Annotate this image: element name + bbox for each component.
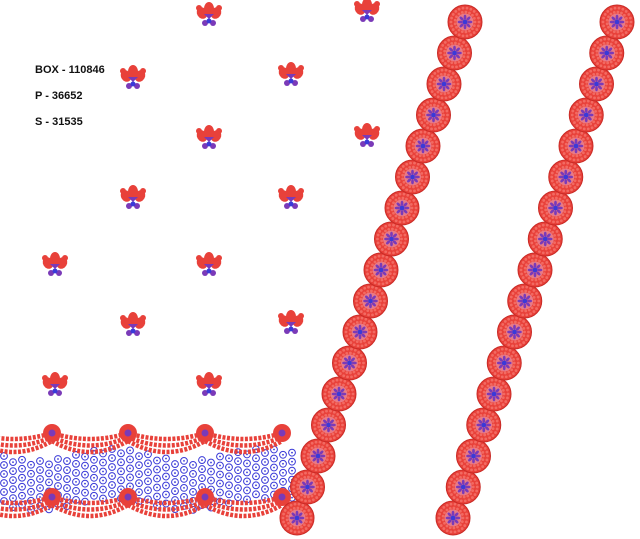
flower-motif bbox=[278, 310, 304, 334]
medallion-chain-left bbox=[384, 190, 420, 226]
flower-motif bbox=[120, 65, 146, 89]
medallion-chain-right bbox=[589, 35, 625, 71]
flower-motif bbox=[120, 312, 146, 336]
medallion-chain-right bbox=[456, 438, 491, 474]
medallion-chain-left bbox=[353, 283, 388, 319]
medallion-chain-right bbox=[507, 283, 543, 319]
medallion-chain-right bbox=[486, 345, 522, 381]
medallion-chain-left bbox=[290, 469, 325, 505]
medallion-chain-left bbox=[416, 97, 451, 133]
medallion-chain-left bbox=[395, 159, 430, 195]
medallion-chain-right bbox=[538, 190, 573, 226]
medallion-chain-right bbox=[548, 159, 584, 195]
flower-motif bbox=[196, 372, 222, 396]
medallion-chain-right bbox=[527, 221, 563, 257]
flower-motif bbox=[196, 2, 222, 26]
medallion-chain-left bbox=[447, 4, 483, 40]
upper-swag-border bbox=[0, 424, 291, 455]
medallion-chain-right bbox=[579, 66, 614, 102]
medallion-chain-left bbox=[300, 438, 336, 474]
medallion-chain-right bbox=[466, 407, 502, 443]
medallion-chain-left bbox=[426, 66, 462, 102]
flower-motif bbox=[354, 123, 380, 147]
flower-motif bbox=[42, 252, 68, 276]
medallion-chain-left bbox=[332, 345, 367, 381]
medallion-chain-right bbox=[517, 252, 553, 288]
medallion-chain-left bbox=[437, 35, 472, 71]
medallion-chain-left bbox=[311, 407, 346, 443]
flower-motif bbox=[196, 125, 222, 149]
s-number-label: S - 31535 bbox=[35, 116, 83, 128]
medallion-chain-right bbox=[435, 500, 471, 536]
medallion-chain-left bbox=[321, 376, 357, 412]
medallion-chain-right bbox=[445, 469, 481, 505]
medallion-chain-left bbox=[342, 314, 378, 350]
medallion-chain-left bbox=[363, 252, 399, 288]
flower-motif bbox=[278, 185, 304, 209]
flower-motif bbox=[278, 62, 304, 86]
flower-motif bbox=[354, 0, 380, 22]
flower-motif bbox=[196, 252, 222, 276]
lower-swag-border bbox=[0, 488, 291, 519]
flower-motif bbox=[120, 185, 146, 209]
medallion-chain-right bbox=[599, 4, 635, 40]
p-number-label: P - 36652 bbox=[35, 90, 83, 102]
medallion-chain-right bbox=[558, 128, 594, 164]
medallion-chain-left bbox=[405, 128, 441, 164]
box-number-label: BOX - 110846 bbox=[35, 64, 105, 76]
medallion-chain-left bbox=[279, 500, 315, 536]
medallion-chain-right bbox=[476, 376, 512, 412]
medallion-chain-left bbox=[374, 221, 409, 257]
medallion-chain-right bbox=[497, 314, 532, 350]
medallion-chain-right bbox=[568, 97, 604, 133]
flower-motif bbox=[42, 372, 68, 396]
